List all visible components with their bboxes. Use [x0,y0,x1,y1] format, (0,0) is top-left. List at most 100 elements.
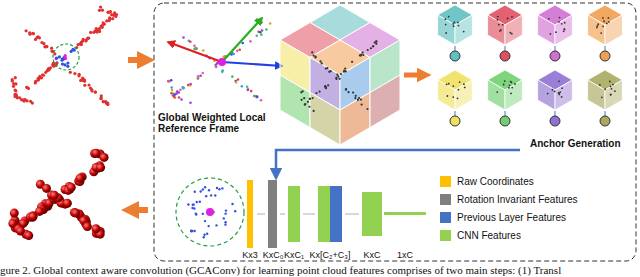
center-point [218,58,226,66]
legend-entry: Previous Layer Features [440,212,566,223]
dimension-label: 1xC [397,250,413,260]
reference-frame [167,18,282,104]
anchor-point [559,17,561,19]
cloud-point [101,9,104,12]
region-point [193,207,195,209]
cloud-point [105,102,108,105]
legend-entry: CNN Features [440,230,521,241]
frame-point [195,48,198,51]
frame-point [241,42,244,45]
anchor-face [555,15,572,45]
anchor-point [601,96,603,98]
cube-point [308,106,310,108]
anchor-point [604,88,606,90]
anchor-point [563,28,565,30]
frame-point [181,86,184,89]
cloud-point [14,76,17,79]
frame-point [238,48,241,51]
cube-point [335,77,337,79]
anchor-point [445,32,447,34]
cloud-point [84,39,87,42]
cloud-point [66,61,69,64]
legend-text: Previous Layer Features [457,212,566,223]
region-point [193,230,195,232]
anchor-point [453,21,455,23]
anchor-point [552,89,554,91]
region-point [224,221,226,223]
cloud-point [50,49,53,52]
frame-point [182,86,185,89]
cloud-point [98,30,101,33]
legend-text: Raw Coordinates [457,176,534,187]
step-label: Anchor Generation [530,138,621,149]
frame-point [247,89,250,92]
anchor-point [610,94,612,96]
anchor-face [488,15,505,45]
anchor-face [455,15,472,45]
cloud-point [115,13,118,16]
anchor-dot [600,51,610,61]
cube-point [370,47,372,49]
cloud-point [12,82,15,85]
cloud-point [89,31,92,34]
cube-cell [280,75,310,128]
sphere-point [100,153,109,162]
anchor-point [497,16,499,18]
anchor-point [614,90,616,92]
cloud-point [107,11,110,14]
frame-point [249,40,252,43]
cube-point [362,54,364,56]
anchor-point [564,22,566,24]
cube-point [372,45,374,47]
frame-point [250,90,253,93]
cube-point [354,97,356,99]
anchor-point [511,16,513,18]
cloud-point [94,90,97,93]
frame-point [215,66,218,69]
anchor-point [600,32,602,34]
frame-point [215,65,218,68]
region-point [224,223,226,225]
bar-link [384,213,385,214]
sphere-point [16,226,25,235]
region-point [194,191,196,193]
anchor-point [446,84,448,86]
frame-axis [168,42,222,62]
anchor-face [588,80,605,110]
region-point [203,234,205,236]
frame-point [201,72,204,75]
region-point [202,188,204,190]
anchor-point [612,84,614,86]
cloud-point [41,73,44,76]
cloud-point [31,32,34,35]
cloud-point [87,83,90,86]
region-point [193,203,195,205]
cube-point [337,76,339,78]
anchor-point [550,33,552,35]
cloud-point [77,74,80,77]
cloud-point [64,57,67,60]
cloud-point [31,101,34,104]
frame-axis [222,18,262,62]
cloud-point [16,96,19,99]
anchor-point [458,89,460,91]
cloud-point [55,57,58,60]
cloud-point [99,97,102,100]
cube-point [352,92,354,94]
legend-entry: Rotation Invariant Features [440,194,578,205]
cloud-point [101,26,104,29]
cloud-point [61,63,64,66]
cube-point [340,73,342,75]
frame-point [189,40,192,43]
frame-point [246,85,249,88]
frame-point [261,29,264,32]
region-point [210,194,212,196]
feature-bar [362,192,382,236]
cube-point [361,52,363,54]
anchor-point [561,96,563,98]
anchor-point [508,87,510,89]
anchor-point [558,80,560,82]
frame-point [255,34,258,37]
cube-point [307,101,309,103]
anchor-point [596,26,598,28]
